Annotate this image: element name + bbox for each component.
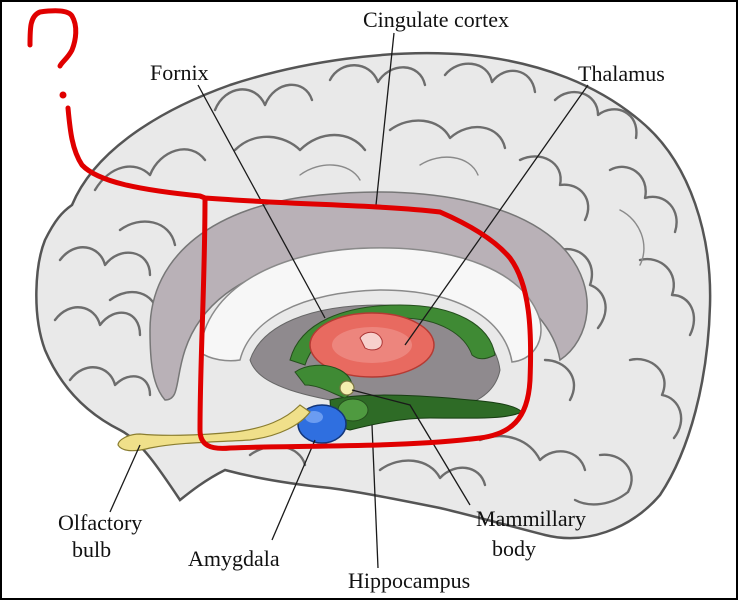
corpus-callosum [199, 247, 542, 363]
label-thalamus: Thalamus [578, 61, 665, 86]
label-mammillary-body-line1: Mammillary [476, 506, 586, 531]
question-mark-dot [59, 91, 67, 99]
brain-outline [35, 51, 712, 540]
label-mammillary-body-line2: body [492, 536, 536, 561]
amygdala-highlight [305, 411, 323, 423]
label-cingulate-cortex: Cingulate cortex [363, 7, 509, 32]
highlight-outline [65, 105, 534, 451]
thalamus-leader [404, 84, 589, 346]
label-amygdala: Amygdala [188, 546, 280, 571]
hippocampus-structure [329, 394, 523, 431]
red-annotation [27, 8, 534, 451]
mammillary-leader [351, 389, 471, 506]
thalamus-nucleus [359, 331, 383, 351]
amygdala-leader [271, 439, 316, 541]
olfactory-leader [109, 444, 141, 513]
hippocampus-leader [371, 424, 379, 569]
label-olfactory-bulb-line2: bulb [72, 537, 111, 562]
cortical-folds [53, 62, 696, 506]
olfactory-tract [117, 404, 311, 452]
label-hippocampus: Hippocampus [348, 568, 470, 593]
cingulate-leader [375, 32, 395, 206]
label-olfactory-bulb-line1: Olfactory [58, 510, 142, 535]
mammillary-body-structure [339, 380, 355, 396]
label-fornix: Fornix [150, 60, 209, 85]
question-mark-stroke [27, 8, 79, 69]
